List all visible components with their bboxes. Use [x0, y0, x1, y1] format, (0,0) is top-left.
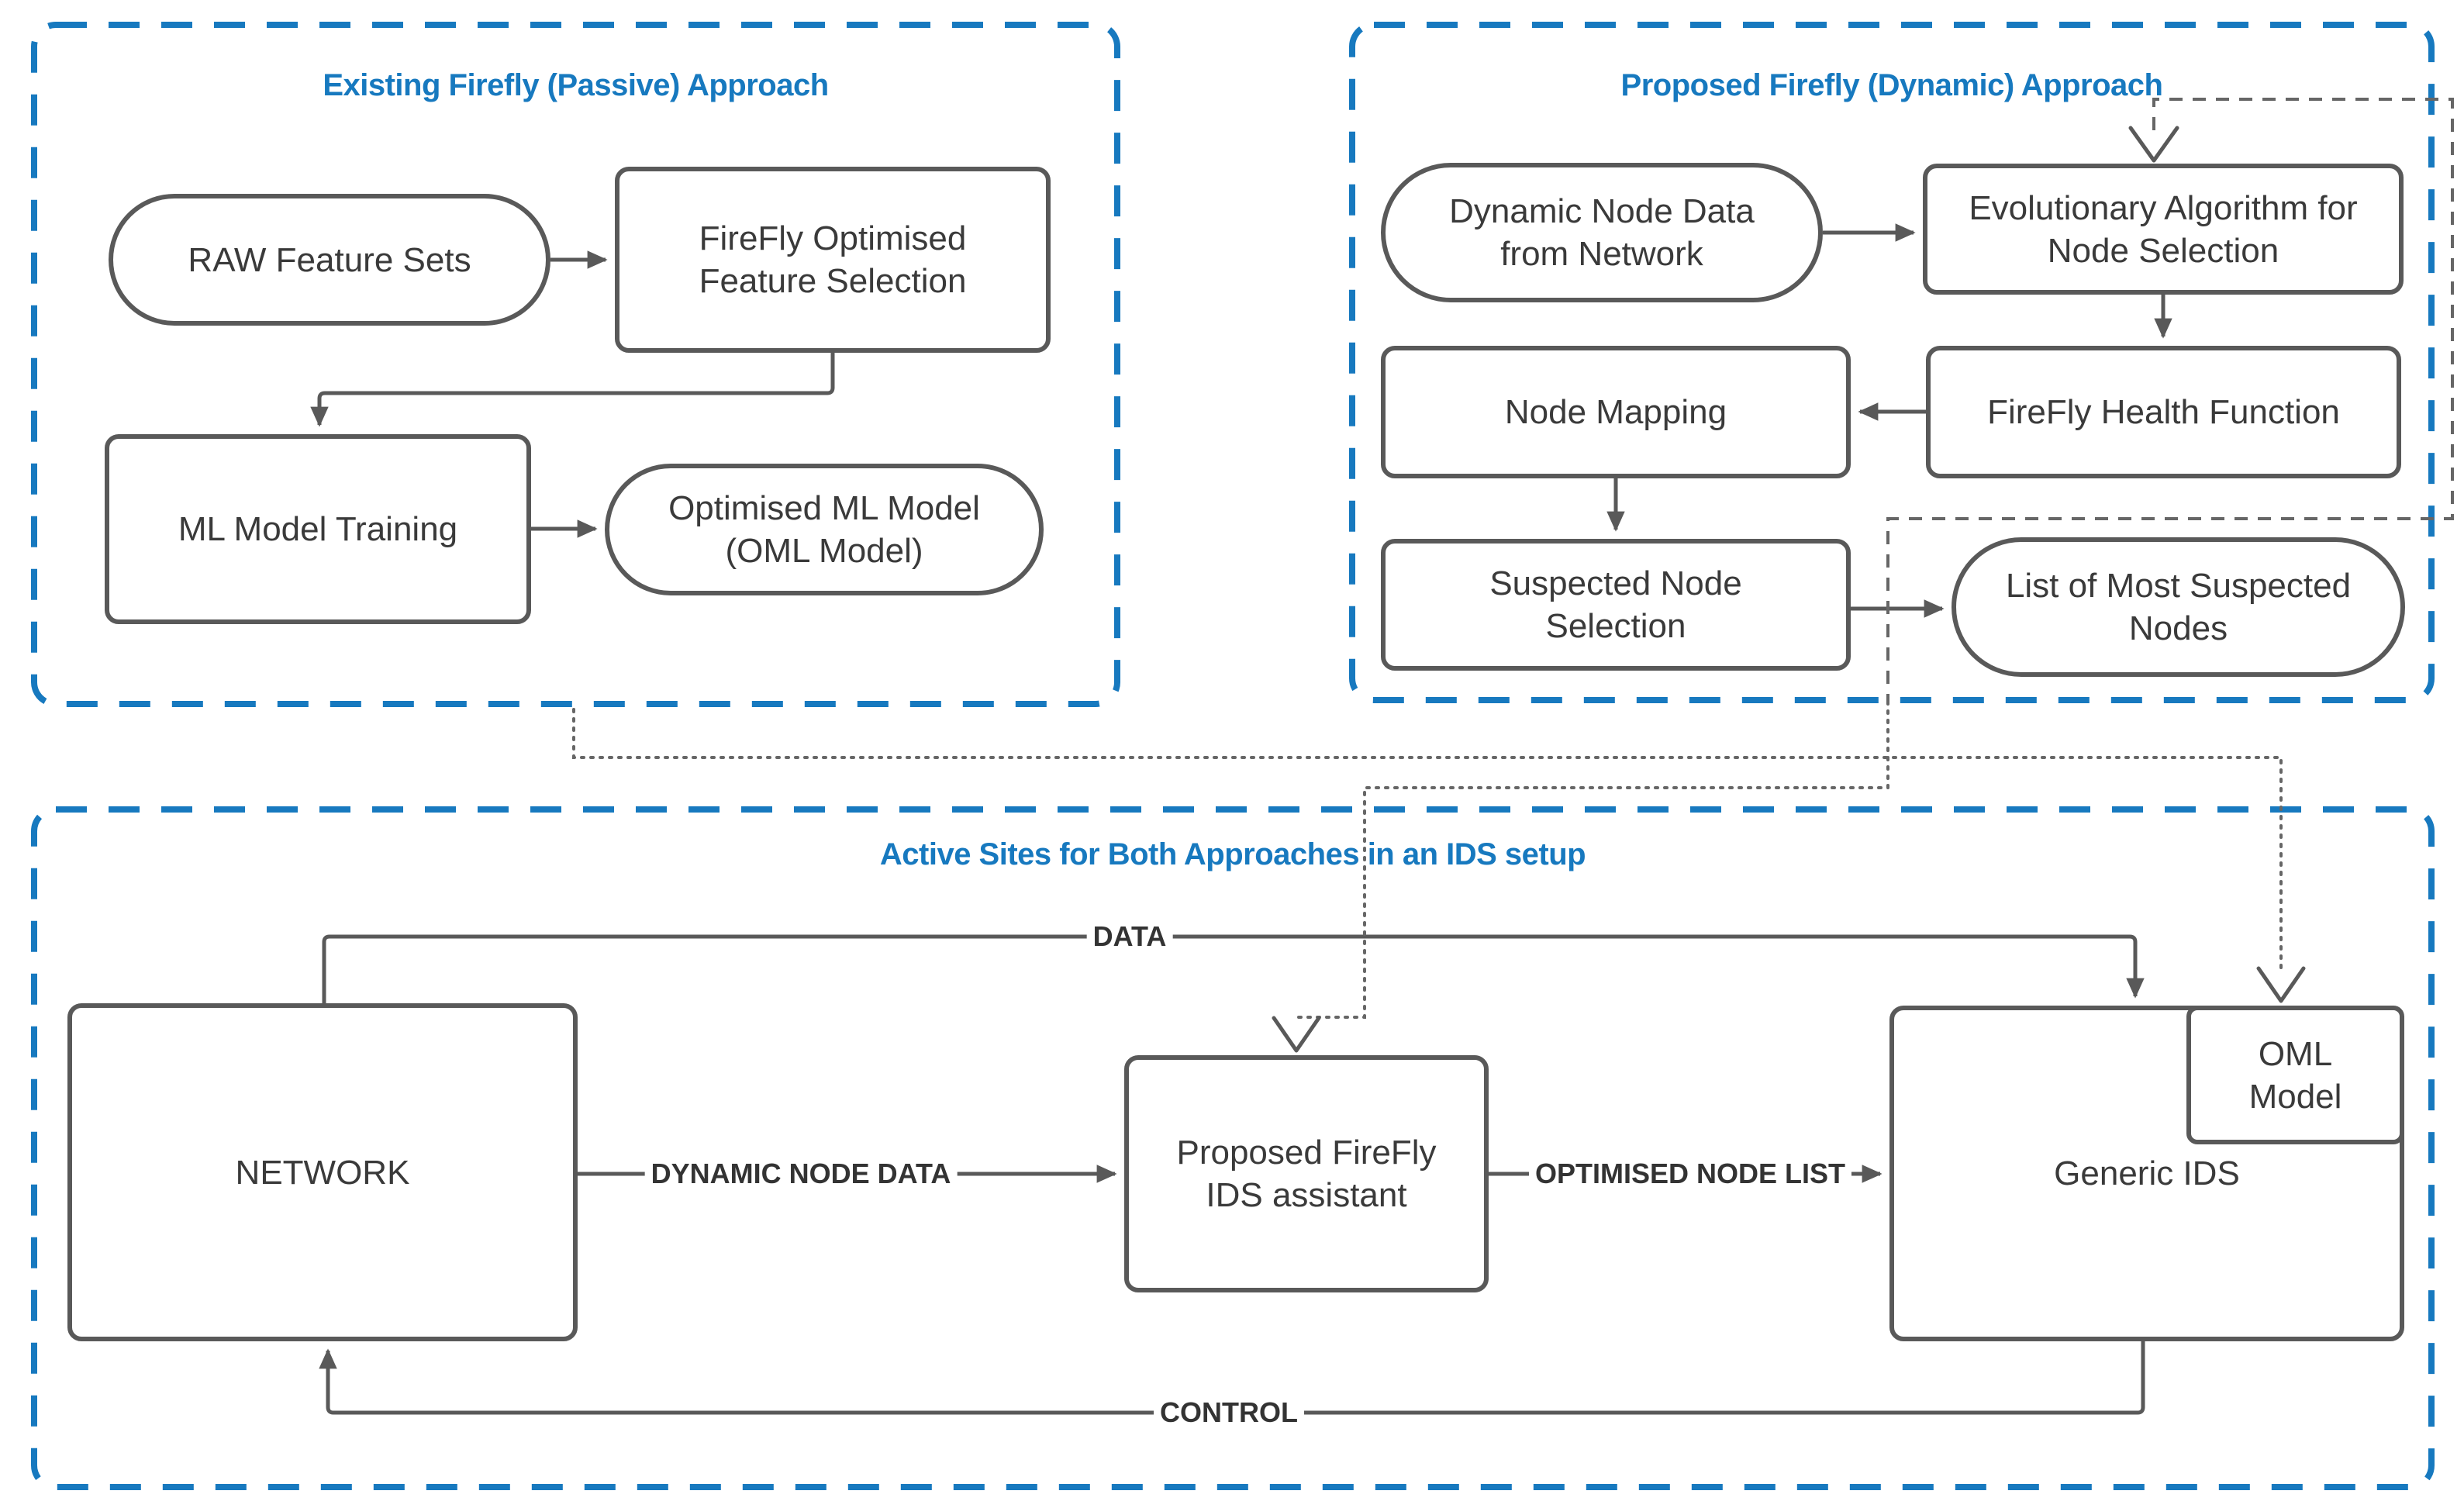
node-node-mapping: Node Mapping [1381, 346, 1851, 478]
edge-label-control: CONTROL [1154, 1395, 1304, 1430]
node-suspected-node-selection: Suspected Node Selection [1381, 539, 1851, 671]
node-proposed-firefly-ids-assistant: Proposed FireFly IDS assistant [1124, 1055, 1489, 1292]
node-raw-feature-sets: RAW Feature Sets [109, 194, 550, 326]
node-ml-model-training: ML Model Training [105, 434, 531, 624]
edge-label-data: DATA [1086, 919, 1173, 954]
open-arrow-into-oml-model-icon [2256, 966, 2306, 1003]
edge-feature-selection-to-ml-training [310, 353, 835, 427]
container-dynamic-frame [1349, 22, 2435, 703]
edge-label-dynamic-node-data: DYNAMIC NODE DATA [644, 1156, 958, 1192]
node-optimised-ml-model: Optimised ML Model (OML Model) [605, 464, 1044, 595]
container-active-sites-frame [31, 806, 2435, 1490]
node-dynamic-node-data-from-network: Dynamic Node Data from Network [1381, 163, 1823, 302]
node-evolutionary-algorithm: Evolutionary Algorithm for Node Selectio… [1923, 164, 2404, 295]
edge-oml-model-to-generic-ids-oml [572, 708, 2283, 969]
container-title-dynamic: Proposed Firefly (Dynamic) Approach [1620, 68, 2163, 102]
edge-suspected-list-to-ids-assistant [1295, 700, 1889, 1023]
container-title-active-sites: Active Sites for Both Approaches in an I… [879, 837, 1586, 871]
container-passive-frame [31, 22, 1120, 707]
container-title-passive: Existing Firefly (Passive) Approach [323, 68, 829, 102]
edge-label-optimised-node-list: OPTIMISED NODE LIST [1528, 1156, 1852, 1192]
node-list-of-most-suspected-nodes: List of Most Suspected Nodes [1952, 537, 2405, 677]
edge-network-data-to-generic-ids [322, 934, 2145, 1003]
open-arrow-into-evolutionary-icon [2128, 126, 2179, 163]
node-network: NETWORK [67, 1003, 578, 1341]
edge-feedback-health-to-evolutionary [1886, 98, 2454, 702]
node-firefly-health-function: FireFly Health Function [1926, 346, 2401, 478]
open-arrow-into-ids-assistant-icon [1272, 1016, 1321, 1053]
node-firefly-optimised-feature-selection: FireFly Optimised Feature Selection [615, 167, 1051, 353]
node-oml-model: OML Model [2186, 1006, 2404, 1144]
